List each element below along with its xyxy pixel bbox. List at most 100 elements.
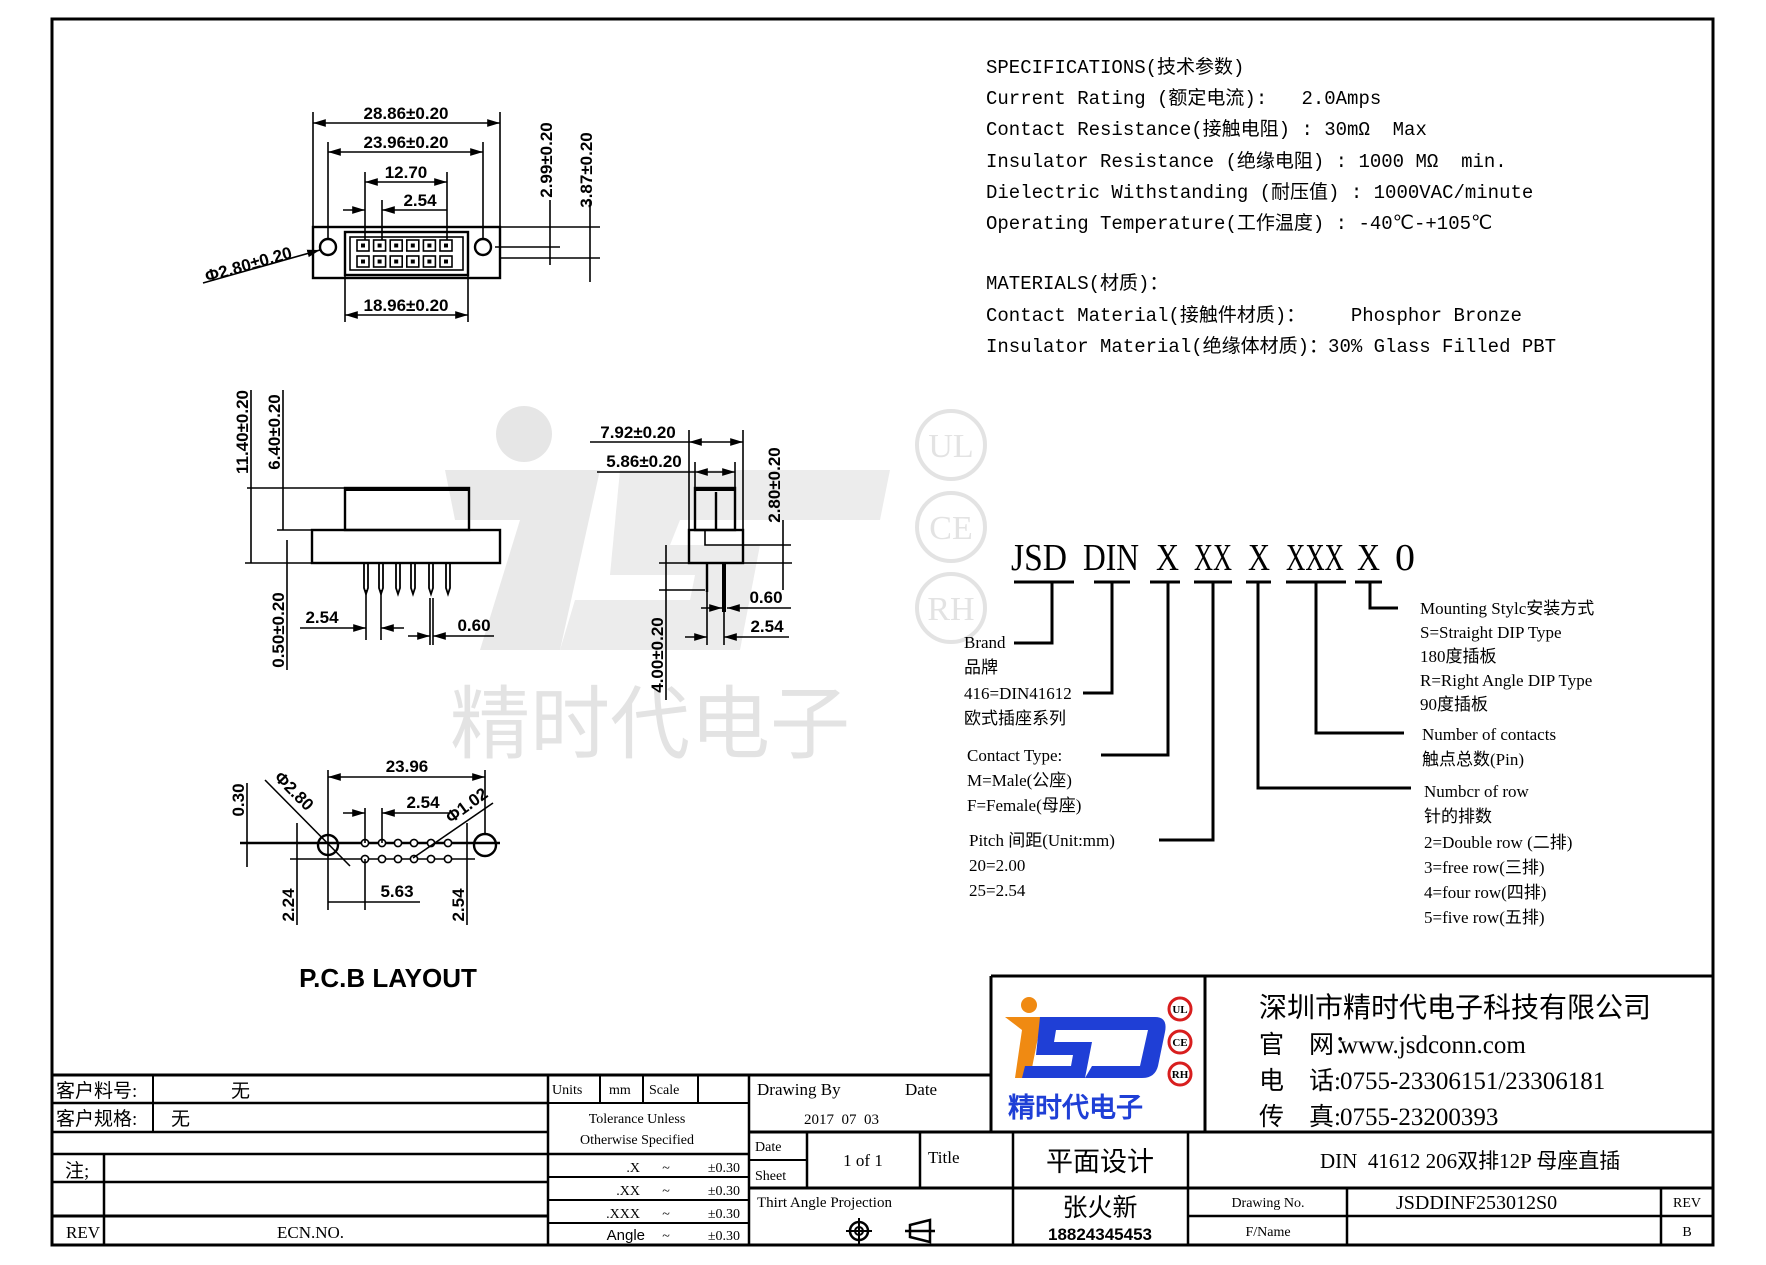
part-title: DIN 41612 206双排12P 母座直插 (1320, 1149, 1620, 1173)
specifications: SPECIFICATIONS(技术参数) Current Rating (额定电… (986, 56, 1556, 358)
pcb-hole (409, 854, 419, 864)
spec-current-rating: Current Rating (额定电流): 2.0Amps (986, 87, 1381, 110)
dim-height-2: 3.87±0.20 (577, 132, 596, 208)
dim-overall-width: 28.86±0.20 (364, 104, 449, 123)
pn-segment-pitch: XX (1194, 537, 1232, 579)
pn-mounting-straight-cn: 180度插板 (1420, 647, 1497, 666)
pn-pitch-label: Pitch 间距(Unit:mm) (969, 831, 1115, 850)
drafter-name: 张火新 (1062, 1194, 1137, 1222)
pn-mounting-right-angle-cn: 90度插板 (1420, 695, 1488, 714)
contact-pin (444, 243, 448, 248)
dim-contact-span: 12.70 (385, 163, 428, 182)
contact-pin (377, 243, 382, 248)
materials-title: MATERIALS(材质)： (986, 272, 1168, 295)
svg-text:±0.30: ±0.30 (708, 1229, 740, 1244)
title-block-grid (52, 974, 1713, 1244)
pn-segment-brand: JSD (1011, 537, 1067, 579)
title-value: 平面设计 (1046, 1147, 1154, 1177)
material-insulator: Insulator Material(绝缘体材质)：30% Glass Fill… (986, 335, 1556, 358)
contact-cavity (356, 239, 370, 252)
pcb-hole (443, 838, 453, 848)
pcb-hole (409, 838, 419, 848)
dim-body-width: 18.96±0.20 (364, 296, 449, 315)
contact-cavity (372, 255, 387, 268)
dim-side-pitch: 2.54 (305, 608, 339, 627)
dim-height-1: 2.99±0.20 (537, 122, 556, 198)
pn-brand-label-cn: 品牌 (964, 658, 998, 677)
contact-cavity (439, 255, 453, 268)
watermark-ul: UL (928, 428, 973, 465)
customer-spec-label: 客户规格: (56, 1108, 137, 1130)
dim-pitch: 2.54 (403, 191, 437, 210)
website-label: 官 网： (1259, 1031, 1359, 1059)
rev-value: B (1682, 1225, 1691, 1240)
pn-mounting-straight: S=Straight DIP Type (1420, 623, 1562, 642)
fname-label: F/Name (1245, 1225, 1290, 1240)
dim-hole-diameter: Φ2.80±0.20 (203, 243, 294, 286)
pn-series-label: 416=DIN41612 (964, 684, 1072, 703)
spec-insulator-resistance: Insulator Resistance (绝缘电阻) : 1000 MΩ mi… (986, 150, 1507, 173)
mount-hole (473, 237, 493, 257)
pcb-hole (377, 854, 387, 864)
watermark-text: 精时代电子 (450, 680, 850, 769)
pn-segment-rows: X (1248, 537, 1270, 579)
pcb-hole (393, 838, 403, 848)
part-number-breakdown: JSD DIN X XX X XXX X 0 Brand 品牌 416=DIN4… (964, 537, 1594, 927)
contact-cavity (439, 239, 453, 252)
ecn-column-label: ECN.NO. (277, 1223, 344, 1242)
pin (378, 563, 384, 597)
svg-text:±0.30: ±0.30 (708, 1207, 740, 1222)
tolerance-row: .X ~ ±0.30 (626, 1161, 740, 1176)
pin (445, 563, 451, 597)
date-label: Date (905, 1080, 937, 1099)
pn-pitch-200: 20=2.00 (969, 856, 1025, 875)
pcb-hole (426, 854, 436, 864)
contact-cavity (356, 255, 370, 268)
svg-text:~: ~ (662, 1161, 670, 1176)
contact-cavity (422, 239, 437, 252)
sheet-border (50, 17, 1715, 1247)
tolerance-row: .XX ~ ±0.30 (616, 1184, 740, 1199)
contact-pin (394, 259, 399, 264)
pn-segment-type: X (1156, 537, 1179, 579)
pn-segment-contacts: XXX (1286, 537, 1344, 579)
end-view: 7.92±0.20 5.86±0.20 2.80±0.20 4.00±0.20 … (590, 423, 792, 700)
fax: 0755-23200393 (1340, 1104, 1498, 1131)
svg-text:.XXX: .XXX (606, 1207, 640, 1222)
dim-end-body: 5.86±0.20 (606, 452, 682, 471)
pin-array (363, 563, 451, 597)
pn-contacts-label: Number of contacts (1422, 725, 1556, 744)
pcb-dim-offset-left: 2.24 (279, 888, 298, 922)
pn-rows-5: 5=five row(五排) (1424, 908, 1545, 927)
contact-pin (361, 243, 365, 248)
pn-mounting-right-angle: R=Right Angle DIP Type (1420, 671, 1592, 690)
watermark-cert-marks: UL CE RH (915, 409, 987, 644)
pn-segment-suffix: 0 (1395, 537, 1415, 579)
pcb-layout-title: P.C.B LAYOUT (299, 963, 477, 993)
dim-body-height: 6.40±0.20 (265, 394, 284, 470)
pn-segment-mounting: X (1357, 537, 1380, 579)
contact-pin (361, 259, 365, 264)
pn-series-label-cn: 欧式插座系列 (964, 709, 1066, 728)
contact-cavity (405, 255, 420, 268)
svg-text:±0.30: ±0.30 (708, 1161, 740, 1176)
dim-depth: 7.92±0.20 (600, 423, 676, 442)
pn-mounting-label: Mounting Stylc安装方式 (1420, 599, 1594, 618)
watermark-logo-i (445, 470, 600, 650)
scale-label: Scale (649, 1083, 679, 1098)
mount-hole (318, 237, 338, 257)
pn-segment-series: DIN (1083, 537, 1139, 579)
contact-array (356, 239, 453, 268)
drawing-no-value: JSDDINF253012S0 (1396, 1192, 1557, 1214)
dim-flange: 2.80±0.20 (765, 447, 784, 523)
svg-text:.X: .X (626, 1161, 640, 1176)
website[interactable]: www.jsdconn.com (1340, 1032, 1526, 1059)
first-angle-target-icon (846, 1218, 872, 1244)
title-label: Title (928, 1148, 960, 1167)
rev-label: REV (1673, 1196, 1701, 1211)
pn-brand-label: Brand (964, 633, 1006, 652)
units-value: mm (609, 1083, 631, 1098)
units-label: Units (552, 1083, 582, 1098)
pcb-dim-large-hole: Φ2.80 (271, 768, 318, 815)
top-view: 28.86±0.20 23.96±0.20 12.70 2.54 18.96±0… (202, 104, 600, 322)
